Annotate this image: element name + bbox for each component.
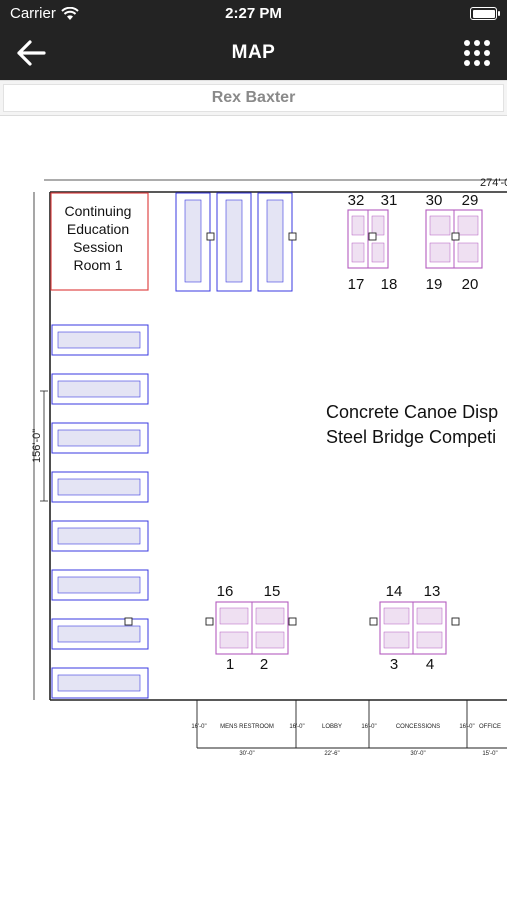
booth-table[interactable] bbox=[266, 199, 284, 283]
wifi-icon bbox=[61, 6, 79, 20]
status-bar: Carrier 2:27 PM bbox=[0, 0, 507, 28]
bottom-dim: 22'-6" bbox=[324, 751, 339, 757]
bottom-dim: 15'-0" bbox=[482, 751, 497, 757]
dim-height-label: 156'-0" bbox=[31, 429, 43, 463]
outlet-marker bbox=[451, 617, 460, 626]
room-dim: 16'-0" bbox=[361, 724, 376, 730]
pod-table bbox=[371, 215, 385, 236]
education-room[interactable]: Continuing Education Session Room 1 bbox=[50, 192, 149, 291]
exhibitor-name: Rex Baxter bbox=[211, 89, 296, 106]
back-button[interactable] bbox=[14, 38, 48, 68]
grid-menu-icon[interactable] bbox=[463, 39, 491, 67]
event-label-line-1: Concrete Canoe Disp bbox=[326, 402, 498, 422]
outlet-marker bbox=[206, 232, 215, 241]
booth-shapes bbox=[51, 192, 483, 699]
pod-table bbox=[429, 242, 451, 263]
room-dim: 16'-0" bbox=[459, 724, 474, 730]
room-dim: 16'-0" bbox=[289, 724, 304, 730]
pod-table bbox=[219, 631, 249, 649]
room-label-line-3: Session bbox=[73, 239, 123, 255]
booth-number[interactable]: 17 bbox=[348, 276, 365, 293]
pod-table bbox=[383, 631, 410, 649]
room-mens-restroom: MENS RESTROOM bbox=[220, 724, 274, 730]
booth-number[interactable]: 13 bbox=[424, 583, 441, 600]
booth-table[interactable] bbox=[57, 331, 141, 349]
bottom-pod-numbers: 16 15 1 2 14 13 3 4 bbox=[217, 583, 441, 673]
booth-number[interactable]: 30 bbox=[426, 192, 443, 209]
booth-table[interactable] bbox=[225, 199, 243, 283]
booth-table[interactable] bbox=[184, 199, 202, 283]
room-concessions: CONCESSIONS bbox=[396, 724, 440, 730]
pod-table bbox=[383, 607, 410, 625]
booth-number[interactable]: 29 bbox=[462, 192, 479, 209]
page-title: MAP bbox=[231, 42, 276, 63]
room-lobby: LOBBY bbox=[322, 724, 342, 730]
pod-table bbox=[416, 631, 443, 649]
booth-number[interactable]: 19 bbox=[426, 276, 443, 293]
exhibitor-header: Rex Baxter bbox=[0, 80, 507, 116]
exhibitor-name-button[interactable]: Rex Baxter bbox=[3, 84, 504, 112]
status-time: 2:27 PM bbox=[225, 5, 282, 22]
booth-number[interactable]: 2 bbox=[260, 656, 268, 673]
outlet-marker bbox=[288, 617, 297, 626]
outlet-marker bbox=[205, 617, 214, 626]
booth-table[interactable] bbox=[57, 674, 141, 692]
top-pod-numbers: 32 31 17 18 30 29 19 20 bbox=[348, 192, 479, 293]
nav-bar: MAP bbox=[0, 28, 507, 80]
pod-table bbox=[219, 607, 249, 625]
booth-number[interactable]: 4 bbox=[426, 656, 434, 673]
booth-table[interactable] bbox=[57, 625, 141, 643]
booth-number[interactable]: 16 bbox=[217, 583, 234, 600]
carrier-label: Carrier bbox=[10, 5, 56, 22]
booth-table[interactable] bbox=[57, 527, 141, 545]
booth-number[interactable]: 18 bbox=[381, 276, 398, 293]
room-label-line-4: Room 1 bbox=[73, 257, 122, 273]
booth-table[interactable] bbox=[57, 429, 141, 447]
pod-table bbox=[351, 242, 365, 263]
pod-table bbox=[416, 607, 443, 625]
outlet-marker bbox=[368, 232, 377, 241]
pod-table bbox=[255, 631, 285, 649]
booth-table[interactable] bbox=[57, 576, 141, 594]
room-office: OFFICE bbox=[479, 724, 501, 730]
service-rooms bbox=[196, 700, 507, 749]
booth-number[interactable]: 14 bbox=[386, 583, 403, 600]
battery-icon bbox=[470, 7, 500, 20]
booth-number[interactable]: 20 bbox=[462, 276, 479, 293]
booth-number[interactable]: 31 bbox=[381, 192, 398, 209]
pod-table bbox=[429, 215, 451, 236]
event-label-line-2: Steel Bridge Competi bbox=[326, 427, 496, 447]
dim-width-label: 274'-0 bbox=[480, 177, 507, 189]
room-label-line-1: Continuing bbox=[65, 203, 132, 219]
outlet-marker bbox=[124, 617, 133, 626]
outlet-marker bbox=[369, 617, 378, 626]
booth-number[interactable]: 32 bbox=[348, 192, 365, 209]
pod-table bbox=[457, 242, 479, 263]
top-bar: Carrier 2:27 PM MAP bbox=[0, 0, 507, 80]
room-dim: 16'-0" bbox=[191, 724, 206, 730]
outer-walls bbox=[33, 179, 507, 701]
booth-number[interactable]: 15 bbox=[264, 583, 281, 600]
booth-number[interactable]: 3 bbox=[390, 656, 398, 673]
pod-table bbox=[351, 215, 365, 236]
service-room-labels: MENS RESTROOM LOBBY CONCESSIONS OFFICE 1… bbox=[191, 724, 501, 757]
outlet-marker bbox=[451, 232, 460, 241]
outlet-marker bbox=[288, 232, 297, 241]
pod-table bbox=[457, 215, 479, 236]
booth-number[interactable]: 1 bbox=[226, 656, 234, 673]
booth-table[interactable] bbox=[57, 380, 141, 398]
bottom-dim: 30'-0" bbox=[239, 751, 254, 757]
pod-table bbox=[371, 242, 385, 263]
booth-table[interactable] bbox=[57, 478, 141, 496]
bottom-dim: 30'-0" bbox=[410, 751, 425, 757]
pod-table bbox=[255, 607, 285, 625]
carrier-group: Carrier bbox=[10, 5, 79, 22]
room-label-line-2: Education bbox=[67, 221, 129, 237]
floor-map[interactable]: 274'-0 156'-0" Continuing Education Sess… bbox=[0, 116, 507, 900]
floor-plan-drawing[interactable]: 274'-0 156'-0" Continuing Education Sess… bbox=[0, 116, 507, 900]
